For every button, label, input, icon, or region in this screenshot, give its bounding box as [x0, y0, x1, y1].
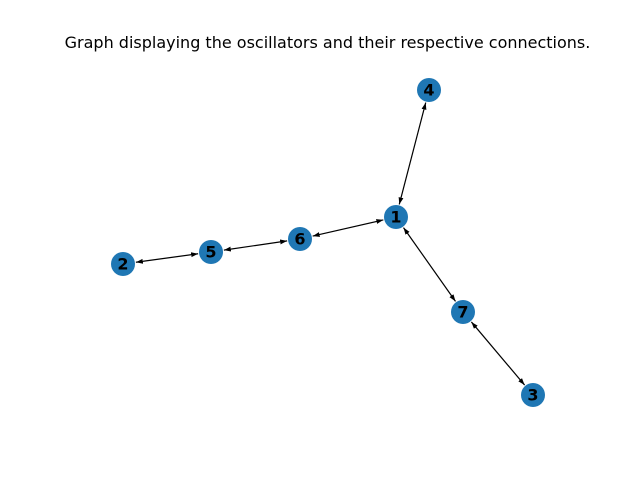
edge-1-6: [312, 219, 384, 237]
nodes-layer: 1 2 3 4 5 6 7: [111, 78, 545, 407]
node-3: 3: [521, 383, 545, 407]
node-7: 7: [451, 300, 475, 324]
node-circle: [451, 300, 475, 324]
node-2: 2: [111, 252, 135, 276]
node-6: 6: [288, 227, 312, 251]
node-circle: [199, 240, 223, 264]
edge-6-5: [223, 239, 288, 252]
node-circle: [111, 252, 135, 276]
node-circle: [521, 383, 545, 407]
edge-5-2: [135, 252, 199, 264]
node-1: 1: [384, 205, 408, 229]
edge-1-7: [403, 227, 456, 302]
node-label: 1: [390, 208, 401, 227]
edges-layer: [135, 102, 526, 386]
node-label: 3: [527, 386, 538, 405]
node-label: 6: [294, 230, 305, 249]
node-circle: [288, 227, 312, 251]
node-circle: [417, 78, 441, 102]
node-label: 2: [117, 255, 128, 274]
edge-1-4: [398, 102, 427, 205]
node-label: 5: [205, 243, 216, 262]
node-4: 4: [417, 78, 441, 102]
node-label: 4: [423, 81, 434, 100]
node-circle: [384, 205, 408, 229]
node-label: 7: [457, 303, 468, 322]
node-5: 5: [199, 240, 223, 264]
edge-7-3: [470, 321, 526, 386]
figure-title: Graph displaying the oscillators and the…: [64, 33, 591, 52]
